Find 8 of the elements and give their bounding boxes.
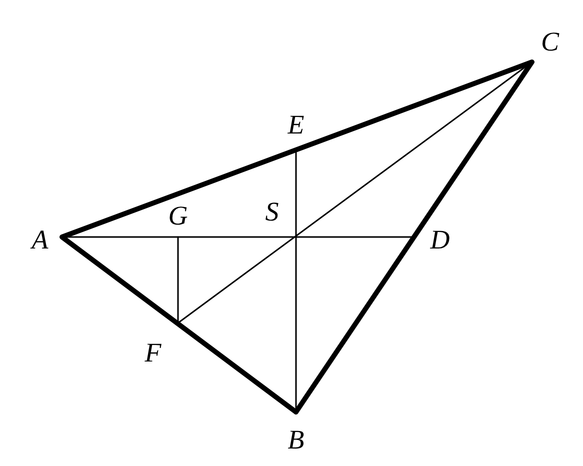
point-label: D [430,226,450,254]
point-label: S [265,198,279,226]
point-label: C [541,28,559,56]
point-label: G [168,202,188,230]
point-label: B [288,426,304,454]
point-label: A [32,226,48,254]
point-label: F [144,340,162,366]
point-label: E [288,112,304,138]
